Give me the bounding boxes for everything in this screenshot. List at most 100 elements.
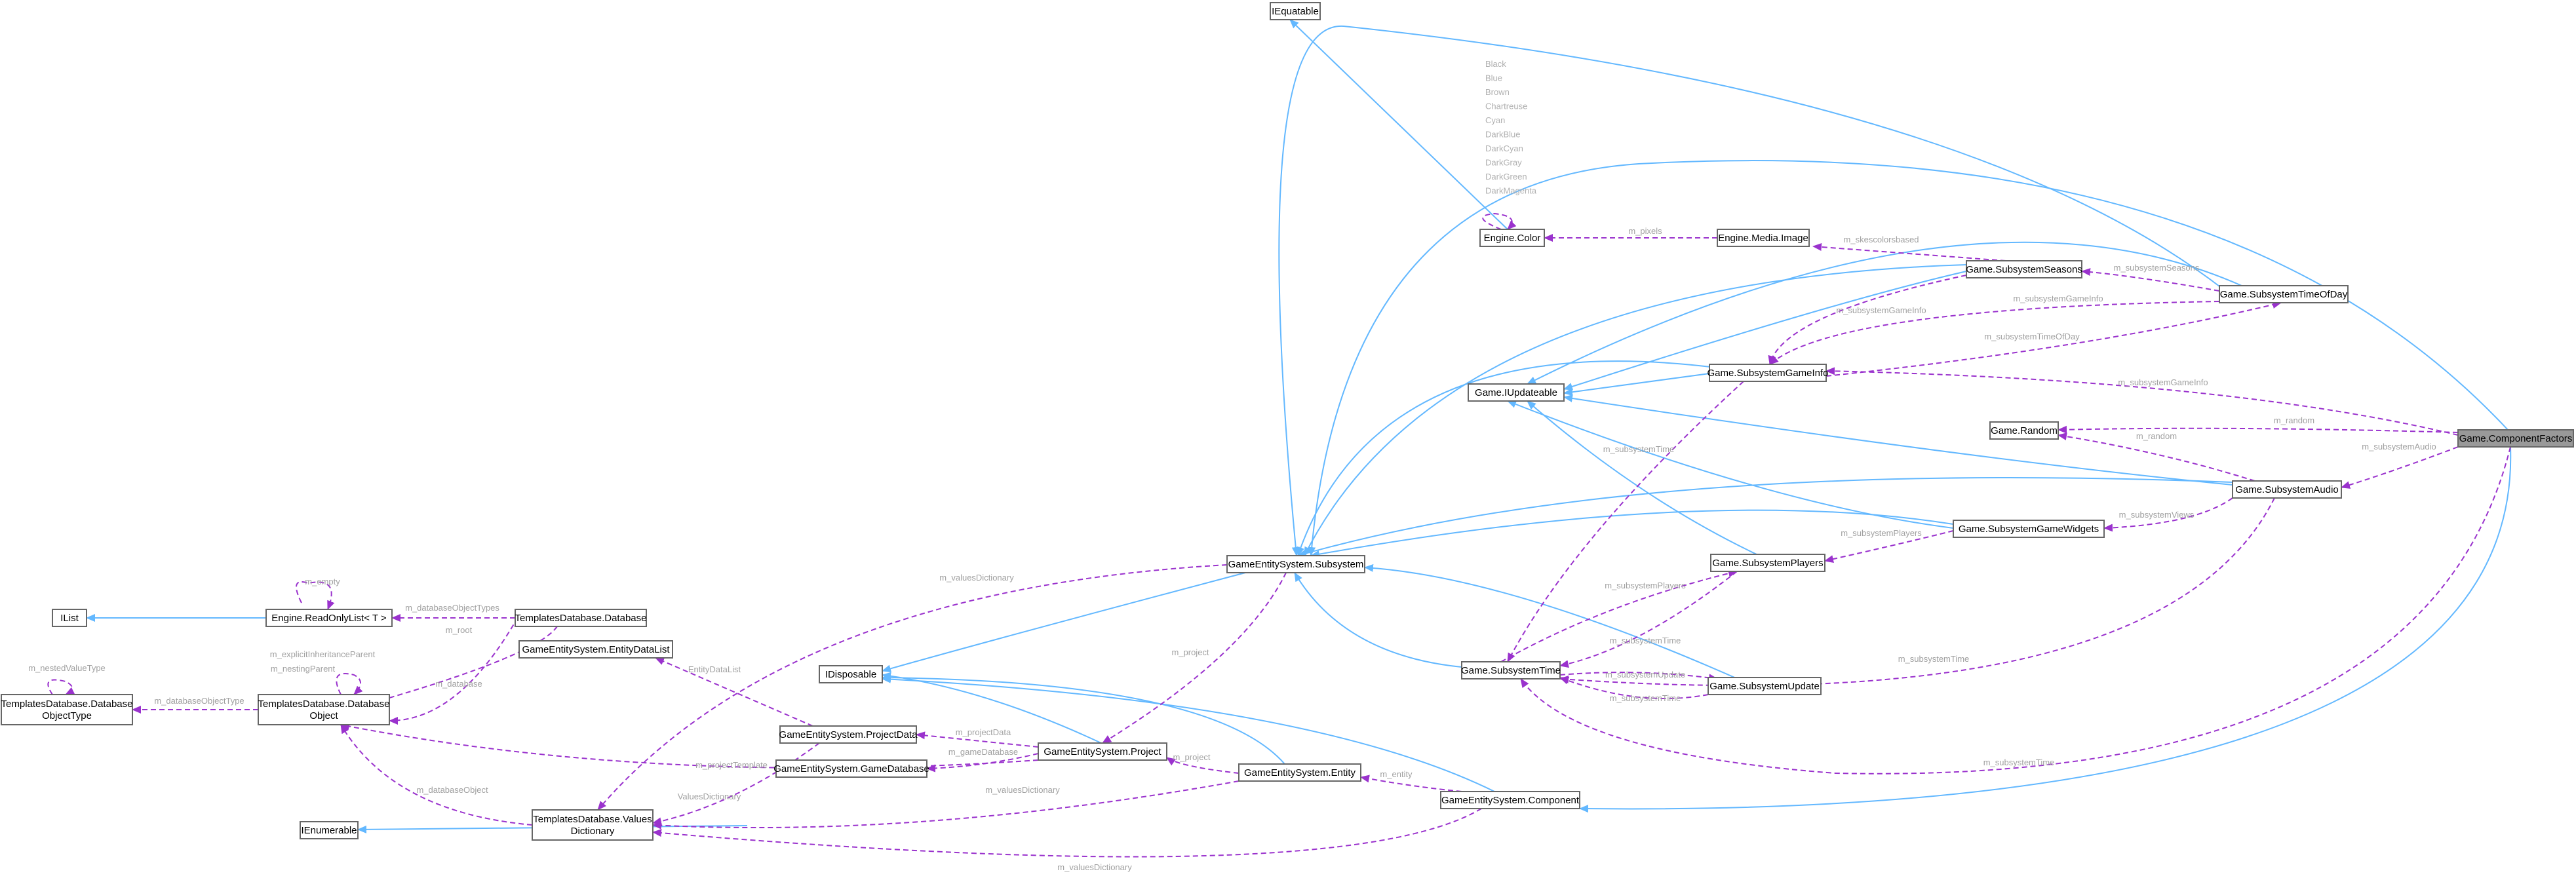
edge-label: m_nestedValueType <box>28 663 106 673</box>
inheritance-edge-11 <box>1297 360 1711 556</box>
class-box <box>518 640 673 659</box>
usage-edge-50 <box>655 657 813 727</box>
class-name-label: Game.SubsystemGameWidgets <box>1959 524 2099 535</box>
inheritance-edge-17 <box>882 572 1246 673</box>
class-node-readonlylist[interactable]: Engine.ReadOnlyList< T > <box>265 609 393 627</box>
class-name-label: Engine.ReadOnlyList< T > <box>271 613 387 624</box>
class-box <box>1717 229 1810 247</box>
usage-edge-54 <box>1166 757 1239 774</box>
inheritance-edge-8 <box>1507 400 1954 529</box>
usage-edge-34 <box>1824 530 1954 564</box>
usage-edge-57 <box>1360 775 1462 792</box>
class-node-color[interactable]: Engine.Color <box>1479 229 1545 247</box>
usage-edge-59 <box>652 808 1482 858</box>
class-node-players[interactable]: Game.SubsystemPlayers <box>1710 554 1825 572</box>
class-name-label: Game.SubsystemUpdate <box>1709 681 1820 692</box>
class-node-ienumerable[interactable]: IEnumerable <box>300 821 359 839</box>
usage-edge-60 <box>1482 212 1517 230</box>
class-node-ilist[interactable]: IList <box>52 609 87 627</box>
class-node-entitydatalist[interactable]: GameEntitySystem.EntityDataList <box>518 640 673 659</box>
usage-edge-46 <box>336 673 363 695</box>
class-node-timeofday[interactable]: Game.SubsystemTimeOfDay <box>2219 285 2349 303</box>
class-name-label: TemplatesDatabase.Database <box>1 698 133 710</box>
class-box <box>1270 2 1321 20</box>
edge-label: m_projectTemplate <box>695 760 768 770</box>
class-name-label: Game.SubsystemSeasons <box>1966 264 2082 275</box>
color-member-label: DarkBlue <box>1485 130 1520 140</box>
class-box <box>52 609 87 627</box>
usage-edge-37 <box>1559 672 1718 682</box>
edge-label: ValuesDictionary <box>678 792 741 801</box>
inheritance-edge-5 <box>1527 241 2242 385</box>
usage-edge-42 <box>296 581 335 610</box>
edge-label: m_explicitInheritanceParent <box>270 649 376 659</box>
class-box <box>1461 661 1561 679</box>
color-member-label: Blue <box>1485 73 1502 83</box>
class-name-label: Game.SubsystemPlayers <box>1712 558 1823 569</box>
class-name-label: Engine.Media.Image <box>1718 233 1808 244</box>
inheritance-edge-9 <box>1304 264 1967 556</box>
color-member-label: DarkGreen <box>1485 172 1527 182</box>
inheritance-edge-4 <box>1563 271 1967 391</box>
class-node-idisposable[interactable]: IDisposable <box>819 665 883 683</box>
edge-label: m_subsystemTime <box>1610 636 1681 645</box>
class-node-projectdata[interactable]: GameEntitySystem.ProjectData <box>779 725 918 744</box>
edge-label: m_entity <box>1380 769 1413 779</box>
edge-label: m_subsystemTime <box>1603 444 1675 454</box>
class-node-mediaimage[interactable]: Engine.Media.Image <box>1717 229 1810 247</box>
class-node-update[interactable]: Game.SubsystemUpdate <box>1708 677 1822 695</box>
class-box <box>2232 480 2342 499</box>
edge-label: m_projectData <box>956 727 1011 737</box>
class-node-seasons[interactable]: Game.SubsystemSeasons <box>1966 260 2082 278</box>
class-node-subsystemtime[interactable]: Game.SubsystemTime <box>1461 661 1561 679</box>
edge-label: m_subsystemAudio <box>2362 442 2436 451</box>
class-box <box>265 609 393 627</box>
edge-label: m_subsystemTime <box>1898 654 1970 664</box>
class-name-label: Object <box>309 710 338 721</box>
class-node-iequatable[interactable]: IEquatable <box>1270 2 1321 20</box>
class-name-label: Engine.Color <box>1484 233 1541 244</box>
class-name-label: GameEntitySystem.EntityDataList <box>522 644 670 655</box>
edges-layer <box>47 19 2512 858</box>
class-box <box>258 694 390 725</box>
usage-edge-47 <box>47 679 75 695</box>
color-member-label: DarkGray <box>1485 158 1522 168</box>
class-node-gameinfo[interactable]: Game.SubsystemGameInfo <box>1707 364 1829 382</box>
edge-label: m_subsystemGameInfo <box>2118 377 2208 387</box>
usage-edge-35 <box>1500 569 1738 662</box>
class-box <box>1 694 133 725</box>
class-name-label: Game.SubsystemAudio <box>2235 484 2339 495</box>
class-name-label: IEnumerable <box>301 825 357 836</box>
class-name-label: GameEntitySystem.Entity <box>1244 767 1356 778</box>
class-node-componentfactors[interactable]: Game.ComponentFactors <box>2457 429 2574 448</box>
class-node-widgets[interactable]: Game.SubsystemGameWidgets <box>1953 520 2105 538</box>
class-node-entity[interactable]: GameEntitySystem.Entity <box>1238 763 1361 782</box>
class-node-tdatabase[interactable]: TemplatesDatabase.Database <box>515 609 647 627</box>
edge-label: m_subsystemTime <box>1610 693 1681 703</box>
class-node-iupdateable[interactable]: Game.IUpdateable <box>1468 383 1565 402</box>
class-node-project[interactable]: GameEntitySystem.Project <box>1038 742 1167 761</box>
edge-label: m_databaseObject <box>416 785 488 795</box>
class-box <box>775 759 927 778</box>
class-node-valuesdict[interactable]: TemplatesDatabase.ValuesDictionary <box>532 809 654 841</box>
class-name-label: GameEntitySystem.Component <box>1441 795 1580 806</box>
class-name-label: TemplatesDatabase.Database <box>258 698 390 710</box>
class-node-audio[interactable]: Game.SubsystemAudio <box>2232 480 2342 499</box>
inheritance-edge-18 <box>882 672 1102 744</box>
usage-edge-36 <box>1559 571 1738 668</box>
class-box <box>2219 285 2349 303</box>
class-node-random[interactable]: Game.Random <box>1989 421 2059 440</box>
class-node-gamedatabase[interactable]: GameEntitySystem.GameDatabase <box>773 759 929 778</box>
class-name-label: GameEntitySystem.ProjectData <box>779 729 918 740</box>
inheritance-edge-10 <box>1278 25 2223 556</box>
class-node-subsystem[interactable]: GameEntitySystem.Subsystem <box>1226 555 1365 573</box>
class-node-component[interactable]: GameEntitySystem.Component <box>1440 791 1580 809</box>
usage-edge-24 <box>2081 268 2220 292</box>
class-name-label: ObjectType <box>42 710 92 721</box>
edge-label: m_subsystemTime <box>1983 757 2055 767</box>
usage-edge-56 <box>652 742 820 826</box>
class-box <box>1710 554 1825 572</box>
